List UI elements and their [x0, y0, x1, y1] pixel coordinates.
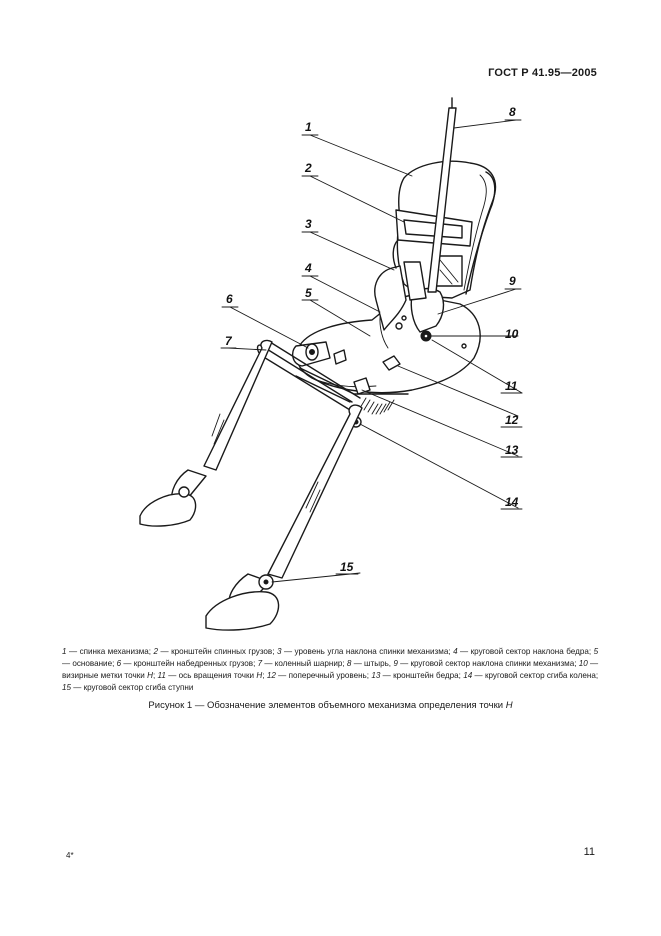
callout-6: 6 — [226, 292, 233, 306]
foot-far — [139, 493, 197, 527]
legend-item-11: 11 — ось вращения точки H; — [157, 671, 267, 680]
legend-item-13: 13 — кронштейн бедра; — [371, 671, 464, 680]
legend-item-15: 15 — круговой сектор сгиба ступни — [62, 683, 194, 692]
lateral-level — [382, 355, 401, 371]
lower-leg-far — [203, 339, 273, 471]
legend-item-4: 4 — круговой сектор наклона бедра; — [453, 647, 594, 656]
legend-item-7: 7 — коленный шарнир; — [257, 659, 347, 668]
figure-legend: 1 — спинка механизма; 2 — кронштейн спин… — [62, 646, 598, 694]
knee-spring — [359, 397, 395, 415]
backrest-rim — [465, 171, 496, 295]
legend-item-10: 10 — визирные метки точки H; — [62, 659, 599, 680]
legend-item-12: 12 — поперечный уровень; — [266, 671, 372, 680]
callout-13: 13 — [505, 443, 519, 457]
callout-8: 8 — [509, 105, 516, 119]
legend-item-9: 9 — круговой сектор наклона спинки механ… — [393, 659, 579, 668]
callout-9: 9 — [509, 274, 516, 288]
torso-probe-rod — [427, 107, 457, 293]
callout-4: 4 — [304, 261, 312, 275]
legend-item-5: 5 — основание; — [62, 647, 599, 668]
callout-labels: 1 2 3 4 5 6 7 8 9 10 11 12 13 14 15 — [220, 105, 523, 575]
callout-15: 15 — [340, 560, 354, 574]
legend-item-1: 1 — спинка механизма; — [62, 647, 154, 656]
callout-10: 10 — [505, 327, 519, 341]
legend-item-2: 2 — кронштейн спинных грузов; — [153, 647, 277, 656]
callout-2: 2 — [304, 161, 312, 175]
standard-header: ГОСТ Р 41.95—2005 — [488, 67, 597, 79]
callout-14: 14 — [505, 495, 519, 509]
page-number: 11 — [583, 846, 595, 858]
callout-12: 12 — [505, 413, 519, 427]
knee-joint-bar — [261, 345, 353, 403]
legend-item-3: 3 — уровень угла наклона спинки механизм… — [276, 647, 454, 656]
hip-side-plate — [374, 265, 407, 331]
callout-3: 3 — [305, 217, 312, 231]
h-point-machine-figure: 1 2 3 4 5 6 7 8 9 10 11 12 13 14 15 — [139, 97, 523, 631]
lower-leg-near — [267, 404, 363, 579]
callout-1: 1 — [305, 120, 312, 134]
callout-11: 11 — [505, 379, 518, 393]
callout-5: 5 — [305, 286, 312, 300]
callout-7: 7 — [225, 334, 233, 348]
thigh-bar — [299, 367, 409, 395]
legend-item-6: 6 — кронштейн набедренных грузов; — [116, 659, 258, 668]
figure-caption: Рисунок 1 — Обозначение элементов объемн… — [148, 700, 513, 711]
legend-item-14: 14 — круговой сектор сгиба колена; — [463, 671, 599, 680]
legend-item-8: 8 — штырь, — [346, 659, 394, 668]
sheet-mark: 4* — [66, 851, 74, 860]
foot-near — [205, 591, 280, 631]
